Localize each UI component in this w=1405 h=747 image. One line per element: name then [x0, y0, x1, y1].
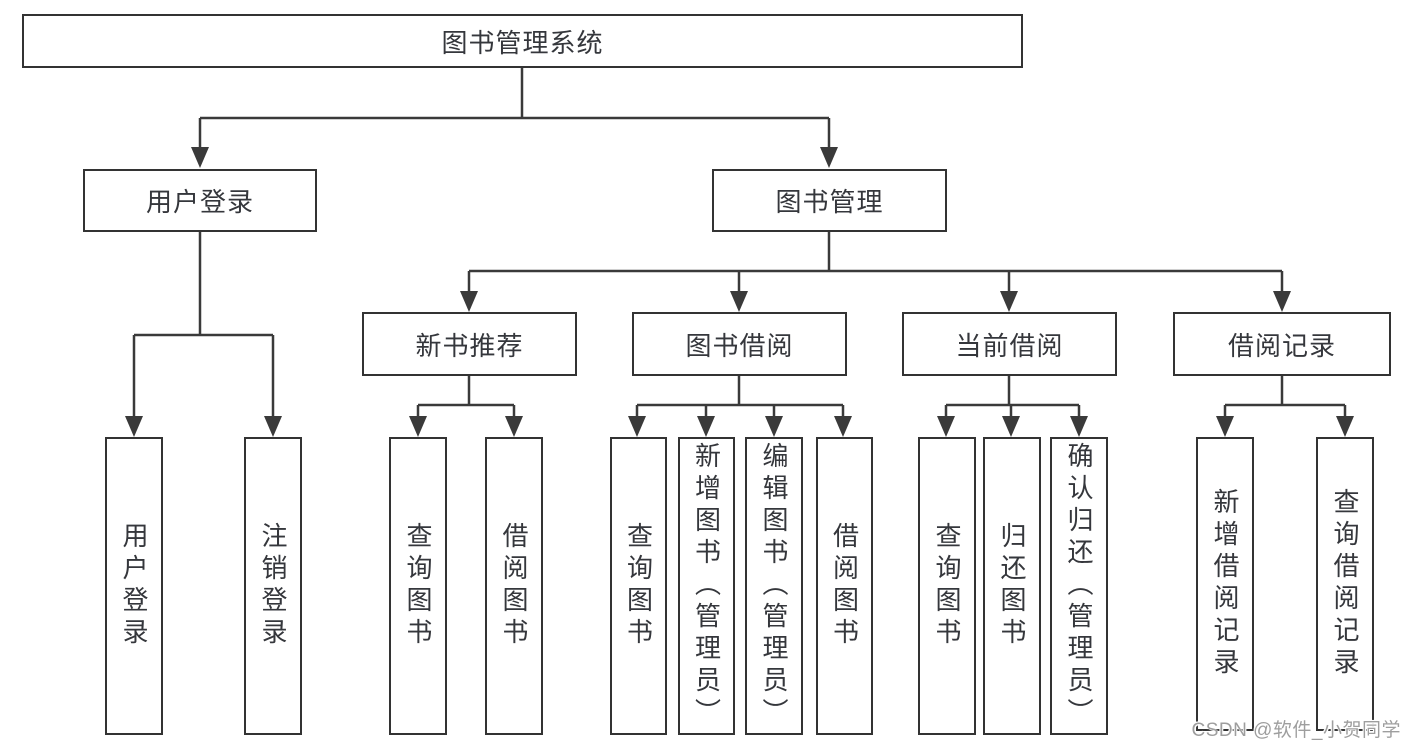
node-label: 注销登录 — [258, 522, 288, 650]
node-label: 查询图书 — [623, 522, 654, 650]
node-label: 用户登录 — [145, 187, 254, 217]
node-current-borrowing: 当前借阅 — [902, 312, 1117, 376]
node-book-management-branch: 图书管理 — [712, 169, 947, 232]
node-leaf-logout: 注销登录 — [244, 437, 302, 735]
arrowhead-icon — [1273, 291, 1291, 312]
node-label: 确认归还（管理员） — [1064, 442, 1094, 730]
node-leaf-query-books-recommend: 查询图书 — [389, 437, 447, 735]
arrowhead-icon — [191, 147, 209, 168]
node-leaf-user-login: 用户登录 — [105, 437, 163, 735]
node-leaf-borrow-books: 借阅图书 — [816, 437, 873, 735]
arrowhead-icon — [1002, 416, 1020, 437]
node-label: 当前借阅 — [955, 330, 1064, 361]
node-label: 查询图书 — [403, 522, 433, 650]
node-label: 新增图书（管理员） — [691, 442, 722, 730]
node-label: 图书借阅 — [685, 330, 794, 361]
csdn-watermark: CSDN @软件_小贺同学 — [1191, 720, 1401, 741]
node-new-book-recommend: 新书推荐 — [362, 312, 577, 376]
arrowhead-icon — [1000, 291, 1018, 312]
arrowhead-icon — [697, 416, 715, 437]
arrowhead-icon — [834, 416, 852, 437]
arrowhead-icon — [765, 416, 783, 437]
node-leaf-query-borrow-record: 查询借阅记录 — [1316, 437, 1374, 731]
node-label: 图书管理 — [775, 187, 884, 217]
node-label: 借阅图书 — [499, 522, 529, 650]
node-label: 归还图书 — [997, 522, 1027, 650]
node-root-system: 图书管理系统 — [22, 14, 1023, 68]
node-label: 查询借阅记录 — [1330, 488, 1360, 680]
node-leaf-add-borrow-record: 新增借阅记录 — [1196, 437, 1254, 731]
node-label: 编辑图书（管理员） — [759, 442, 789, 730]
node-leaf-query-books-borrow: 查询图书 — [610, 437, 667, 735]
arrowhead-icon — [460, 291, 478, 312]
node-borrowing-records: 借阅记录 — [1173, 312, 1391, 376]
node-user-login-branch: 用户登录 — [83, 169, 317, 232]
arrowhead-icon — [1070, 416, 1088, 437]
node-leaf-query-books-current: 查询图书 — [918, 437, 976, 735]
node-label: 图书管理系统 — [441, 27, 604, 58]
node-leaf-return-books: 归还图书 — [983, 437, 1041, 735]
node-label: 借阅记录 — [1227, 330, 1336, 361]
node-label: 用户登录 — [119, 522, 149, 650]
arrowhead-icon — [1216, 416, 1234, 437]
arrowhead-icon — [409, 416, 427, 437]
node-book-borrowing: 图书借阅 — [632, 312, 847, 376]
node-label: 新增借阅记录 — [1210, 488, 1240, 680]
node-label: 新书推荐 — [415, 330, 524, 361]
node-leaf-borrow-books-recommend: 借阅图书 — [485, 437, 543, 735]
arrowhead-icon — [730, 291, 748, 312]
node-leaf-add-books-admin: 新增图书（管理员） — [678, 437, 735, 735]
arrowhead-icon — [937, 416, 955, 437]
node-label: 查询图书 — [932, 522, 962, 650]
arrowhead-icon — [505, 416, 523, 437]
arrowhead-icon — [820, 147, 838, 168]
arrowhead-icon — [628, 416, 646, 437]
node-leaf-confirm-return-admin: 确认归还（管理员） — [1050, 437, 1108, 735]
node-leaf-edit-books-admin: 编辑图书（管理员） — [745, 437, 803, 735]
arrowhead-icon — [125, 416, 143, 437]
node-label: 借阅图书 — [829, 522, 860, 650]
arrowhead-icon — [1336, 416, 1354, 437]
arrowhead-icon — [264, 416, 282, 437]
